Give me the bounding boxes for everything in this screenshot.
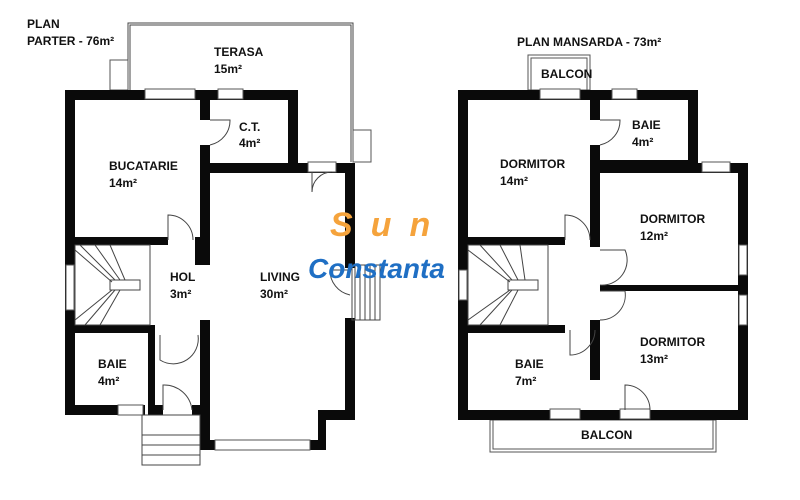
window <box>117 404 144 416</box>
window <box>458 269 468 301</box>
doors <box>564 119 651 411</box>
room-name: DORMITOR <box>640 212 705 226</box>
logo-sun: Sun <box>330 206 448 244</box>
walls <box>458 90 748 420</box>
window <box>214 439 311 451</box>
terrace-outline-inner <box>129 24 352 162</box>
room-name: BALCON <box>541 67 592 81</box>
room-area: 4m² <box>239 136 260 150</box>
terrace-steps-right <box>352 129 372 163</box>
room-area: 7m² <box>515 374 536 388</box>
stairs <box>467 244 549 326</box>
terrace-steps-left <box>109 59 129 91</box>
window <box>619 408 651 420</box>
room-name: HOL <box>170 270 195 284</box>
window <box>144 88 196 100</box>
room-area: 14m² <box>109 176 137 190</box>
room-area: 12m² <box>640 229 668 243</box>
attic-title: PLAN MANSARDA - 73m² <box>517 35 661 49</box>
room-name: BAIE <box>515 357 544 371</box>
attic-floor-plan: PLAN MANSARDA - 73m² BALCON BAIE 4m² DOR… <box>458 35 748 453</box>
window <box>611 88 638 100</box>
room-name: BAIE <box>632 118 661 132</box>
terrace-outline <box>127 22 354 162</box>
room-name: DORMITOR <box>640 335 705 349</box>
ground-title-line1: PLAN <box>27 17 60 31</box>
room-name: BUCATARIE <box>109 159 178 173</box>
room-name: C.T. <box>239 120 260 134</box>
room-area: 14m² <box>500 174 528 188</box>
window <box>307 161 337 173</box>
doors <box>159 119 351 411</box>
room-name: TERASA <box>214 45 264 59</box>
window <box>549 408 581 420</box>
room-name: LIVING <box>260 270 300 284</box>
ground-title-line2: PARTER - 76m² <box>27 34 114 48</box>
window <box>217 88 244 100</box>
room-name: DORMITOR <box>500 157 565 171</box>
window <box>738 294 748 326</box>
window <box>738 244 748 276</box>
stairs <box>74 244 381 466</box>
room-name: BAIE <box>98 357 127 371</box>
room-area: 15m² <box>214 62 242 76</box>
room-area: 4m² <box>632 135 653 149</box>
room-name: BALCON <box>581 428 632 442</box>
logo-constanta: Constanta <box>308 253 445 284</box>
room-area: 4m² <box>98 374 119 388</box>
room-area: 3m² <box>170 287 191 301</box>
window <box>701 161 731 173</box>
window <box>539 88 581 100</box>
ground-floor-plan: PLAN PARTER - 76m² TERASA 15m² C.T. 4m² … <box>27 17 381 466</box>
window <box>65 264 75 311</box>
room-area: 30m² <box>260 287 288 301</box>
sun-constanta-logo: Sun Constanta <box>308 206 448 284</box>
room-area: 13m² <box>640 352 668 366</box>
